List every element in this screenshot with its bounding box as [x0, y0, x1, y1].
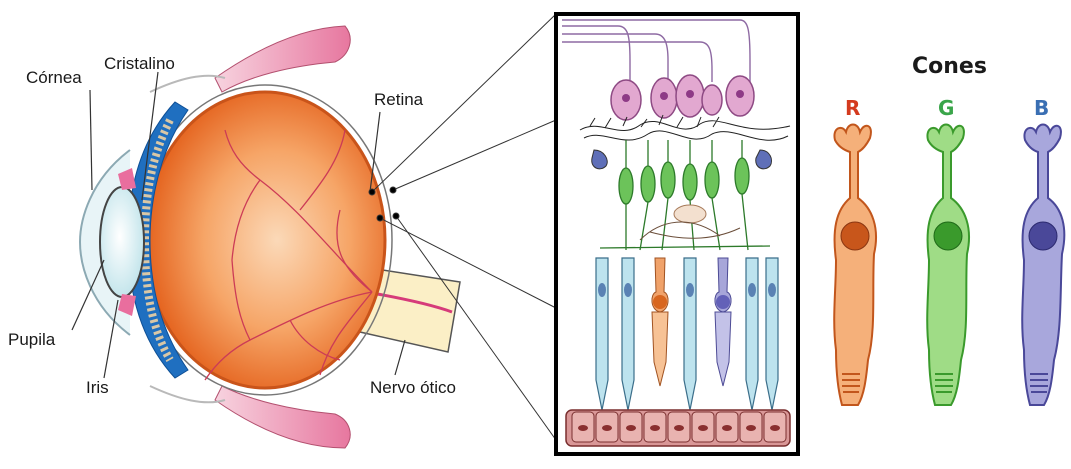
eyeball [145, 92, 385, 388]
label-retina: Retina [374, 90, 423, 110]
label-cristalino: Cristalino [104, 54, 175, 74]
cone-blue [1022, 125, 1064, 406]
cone-cells [834, 125, 1064, 406]
label-pupila: Pupila [8, 330, 55, 350]
label-iris: Iris [86, 378, 109, 398]
cone-red [834, 125, 876, 406]
pigment-epithelium [566, 410, 790, 446]
lower-muscle [215, 386, 350, 448]
cone-green [927, 125, 969, 406]
ganglion-cells [611, 75, 754, 120]
lens [100, 187, 144, 297]
label-cornea: Córnea [26, 68, 82, 88]
zoom-lines [369, 14, 556, 440]
upper-muscle [215, 26, 350, 92]
label-nervo-otico: Nervo ótico [370, 378, 456, 398]
cone-label-b: B [1034, 96, 1049, 120]
cone-label-r: R [845, 96, 860, 120]
cones-title: Cones [912, 54, 987, 79]
retina-detail [556, 14, 798, 454]
cone-label-g: G [938, 96, 954, 120]
photoreceptors [596, 258, 778, 410]
